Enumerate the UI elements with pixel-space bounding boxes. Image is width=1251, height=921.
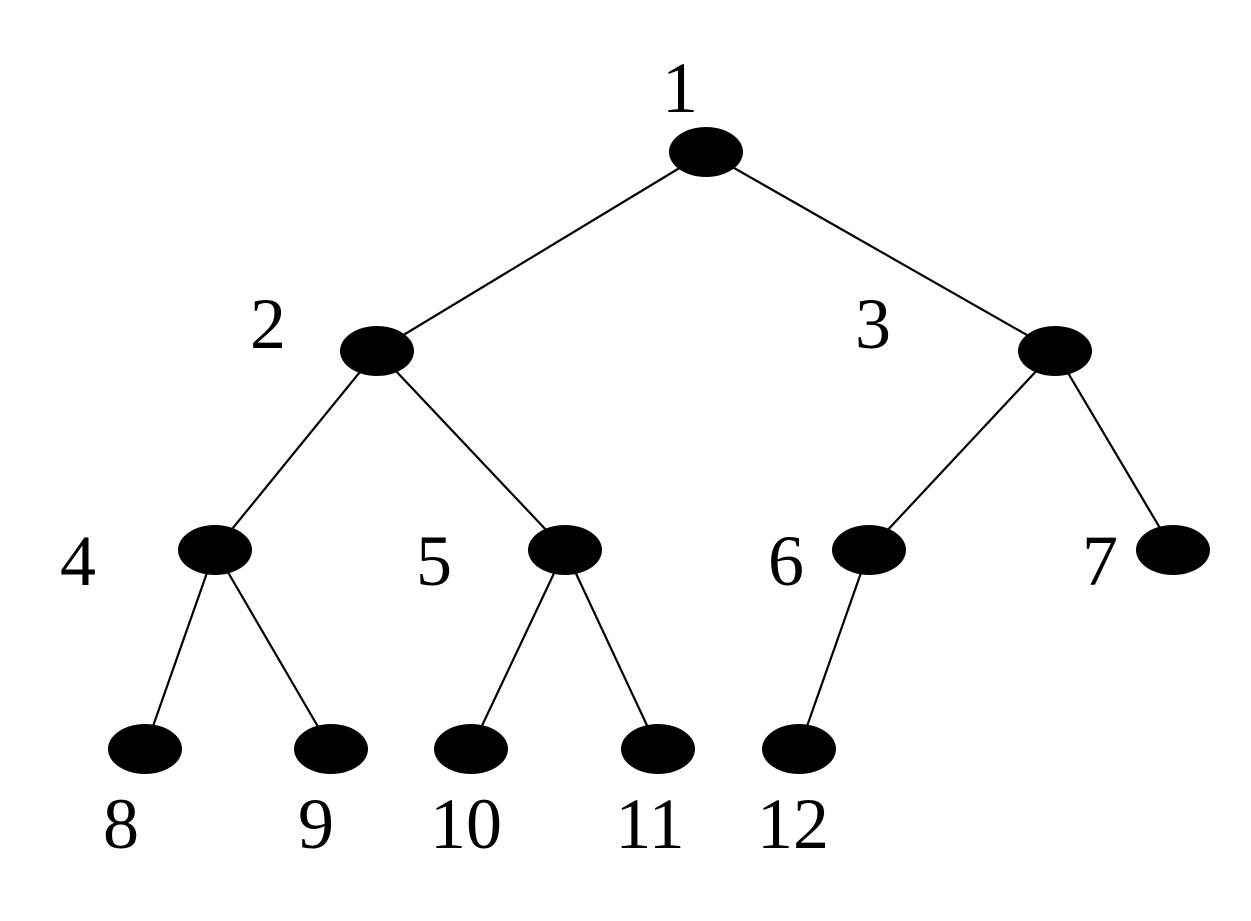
node-label-4: 4	[60, 521, 96, 601]
node-2	[340, 326, 414, 376]
node-label-10: 10	[430, 784, 502, 864]
node-3	[1018, 326, 1092, 376]
edge-3-6	[868, 350, 1056, 551]
node-1	[669, 127, 743, 177]
node-11	[621, 724, 695, 774]
edge-5-10	[470, 549, 566, 750]
nodes-layer	[108, 127, 1210, 774]
node-10	[434, 724, 508, 774]
node-7	[1136, 525, 1210, 575]
edge-4-9	[214, 549, 332, 750]
node-label-9: 9	[298, 784, 334, 864]
node-label-2: 2	[250, 284, 286, 364]
node-12	[762, 724, 836, 774]
node-label-12: 12	[757, 784, 829, 864]
node-8	[108, 724, 182, 774]
edge-5-11	[564, 549, 659, 750]
node-4	[178, 525, 252, 575]
edge-2-4	[214, 350, 378, 551]
node-label-3: 3	[855, 284, 891, 364]
edge-6-12	[797, 549, 871, 750]
edge-1-3	[705, 151, 1056, 352]
edges-layer	[143, 151, 1174, 750]
node-label-1: 1	[662, 48, 698, 128]
node-label-11: 11	[615, 784, 684, 864]
node-label-5: 5	[416, 521, 452, 601]
node-label-8: 8	[103, 784, 139, 864]
node-6	[832, 525, 906, 575]
edge-1-2	[376, 151, 707, 352]
node-5	[528, 525, 602, 575]
edge-4-8	[143, 549, 217, 750]
node-label-6: 6	[768, 521, 804, 601]
node-9	[294, 724, 368, 774]
edge-3-7	[1054, 350, 1174, 551]
edge-2-5	[376, 350, 566, 551]
node-label-7: 7	[1082, 521, 1118, 601]
